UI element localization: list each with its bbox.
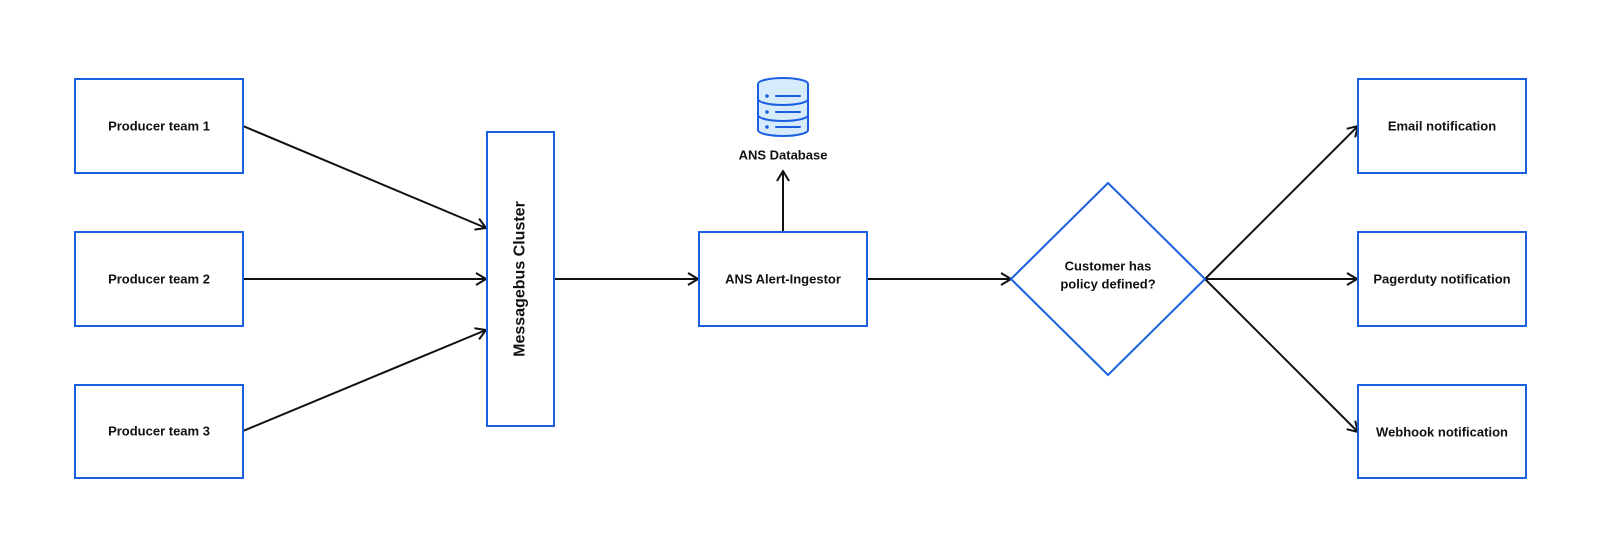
messagebus-node-label: Messagebus Cluster (512, 201, 529, 357)
webhook-node: Webhook notification (1357, 384, 1527, 479)
producer-node-3-box (74, 384, 244, 479)
database-label: ANS Database (739, 148, 828, 163)
ingestor-node-label: ANS Alert-Ingestor (725, 272, 841, 287)
edge-decision-to-webhook (1204, 278, 1358, 432)
messagebus-node: Messagebus Cluster (486, 131, 555, 427)
edges (242, 125, 1358, 432)
producer-node-1-box (74, 78, 244, 174)
edge-producer1-to-messagebus (242, 125, 486, 228)
pagerduty-node: Pagerduty notification (1357, 231, 1527, 327)
pagerduty-node-label: Pagerduty notification (1373, 272, 1510, 287)
decision-node: Customer has policy defined? (1009, 181, 1207, 377)
decision-node-label-line2: policy defined? (1060, 277, 1155, 292)
decision-node-label-line1: Customer has (1065, 259, 1152, 274)
email-node-label: Email notification (1388, 119, 1496, 134)
email-node-box (1357, 78, 1527, 174)
producer-node-1: Producer team 1 (74, 78, 244, 174)
producer-node-2-box (74, 231, 244, 327)
producer-node-2-label: Producer team 2 (108, 272, 210, 287)
producer-node-3-label: Producer team 3 (108, 424, 210, 439)
messagebus-node-box (486, 131, 555, 427)
webhook-node-label: Webhook notification (1376, 425, 1508, 440)
producer-node-3: Producer team 3 (74, 384, 244, 479)
pagerduty-node-box (1357, 231, 1527, 327)
database-icon (757, 77, 809, 137)
webhook-node-box (1357, 384, 1527, 479)
decision-node-shape (1009, 181, 1207, 377)
edge-decision-to-email (1204, 126, 1358, 280)
producer-node-1-label: Producer team 1 (108, 119, 210, 134)
ingestor-node-box (698, 231, 868, 327)
edge-producer3-to-messagebus (242, 330, 486, 432)
email-node: Email notification (1357, 78, 1527, 174)
producer-node-2: Producer team 2 (74, 231, 244, 327)
ingestor-node: ANS Alert-Ingestor (698, 231, 868, 327)
